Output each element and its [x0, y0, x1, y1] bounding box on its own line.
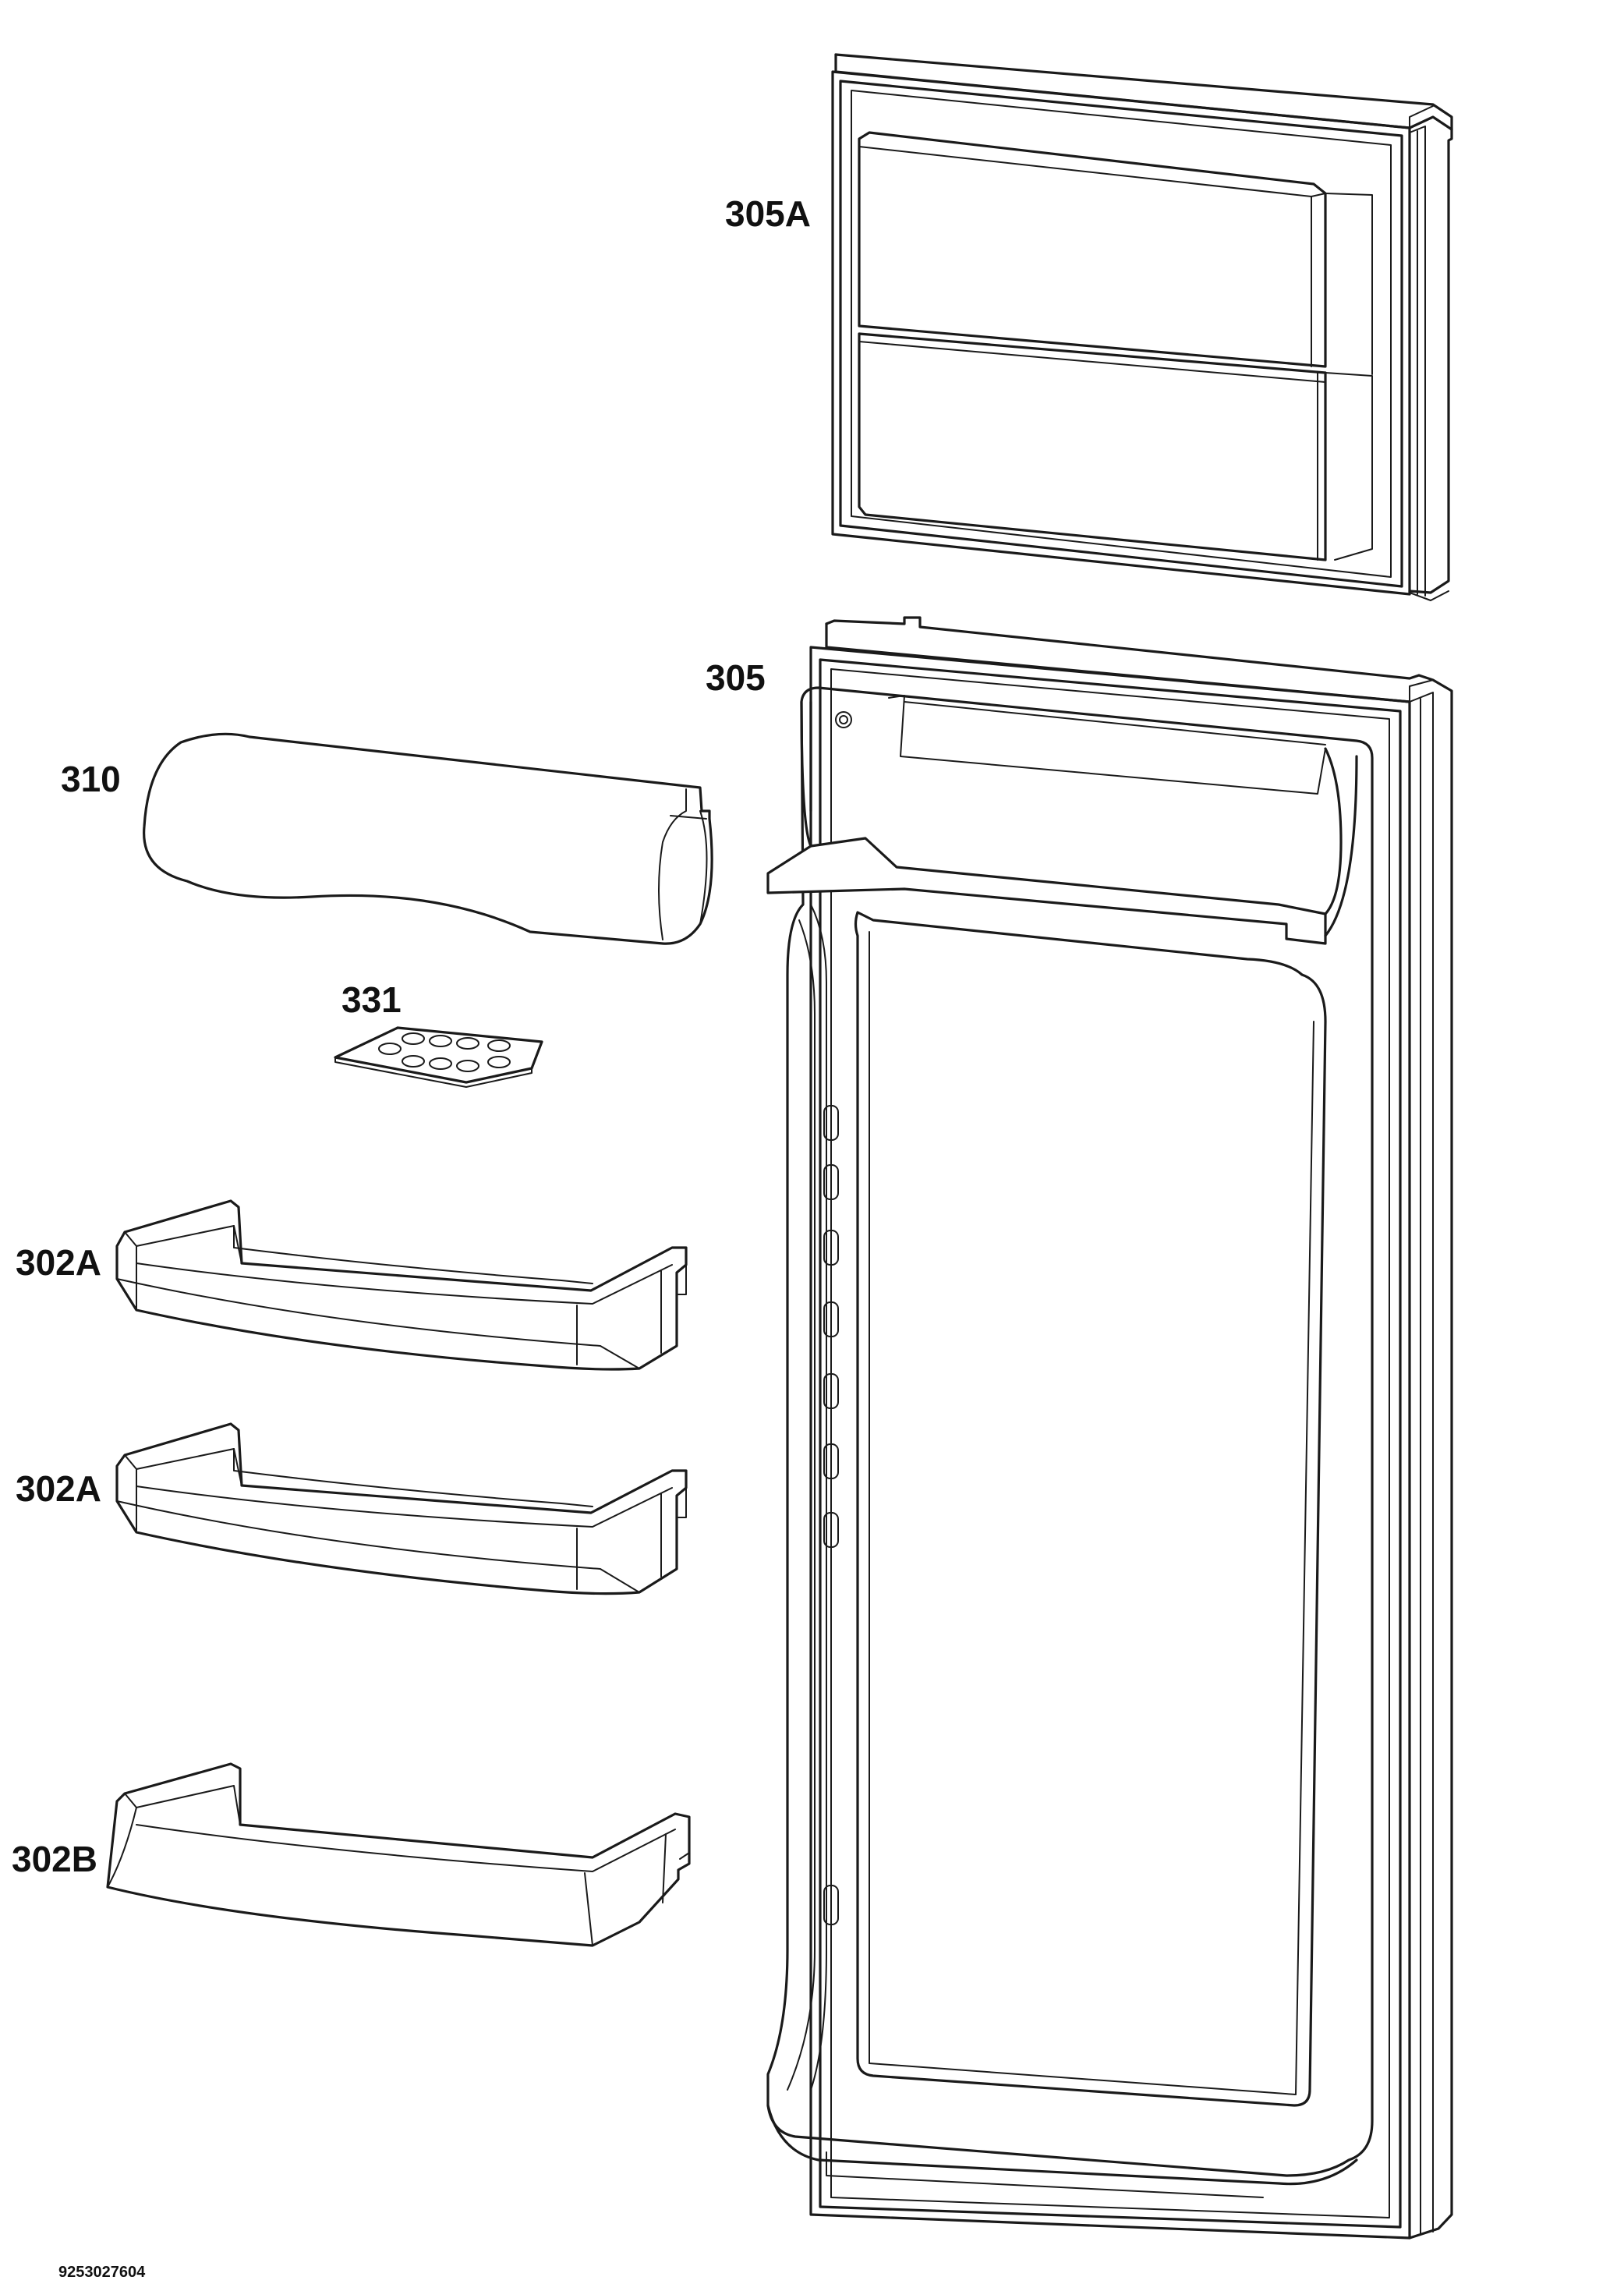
door-shelf-302a-upper: 302A — [16, 1199, 688, 1371]
freezer-door-305a: 305A — [725, 53, 1453, 601]
label-310: 310 — [61, 759, 121, 799]
label-305a: 305A — [725, 193, 811, 234]
label-305: 305 — [706, 657, 766, 698]
label-331: 331 — [341, 979, 402, 1020]
door-shelf-302a-middle: 302A — [16, 1422, 688, 1595]
label-302a-upper: 302A — [16, 1242, 101, 1283]
door-shelf-302b: 302B — [12, 1762, 691, 1947]
butter-lid-310: 310 — [61, 732, 713, 945]
egg-tray-331: 331 — [334, 979, 543, 1088]
drawing-number: 9253027604 — [58, 2264, 146, 2281]
label-302b: 302B — [12, 1839, 97, 1879]
fridge-door-305: 305 — [706, 616, 1453, 2240]
label-302a-middle: 302A — [16, 1468, 101, 1509]
